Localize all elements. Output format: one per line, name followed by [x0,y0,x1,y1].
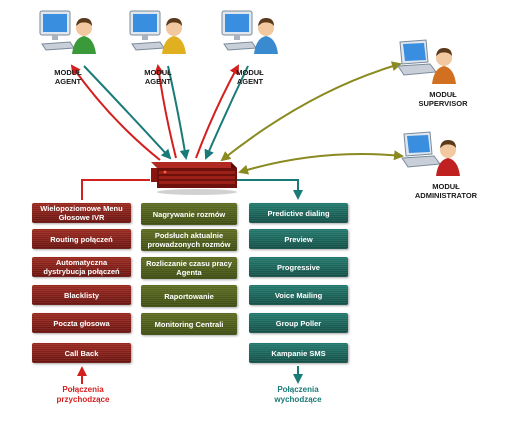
supervisor-label: MODUŁ SUPERVISOR [418,90,468,108]
outgoing-arrow [230,179,303,200]
incoming-feature-box: Wielopoziomowe Menu Głosowe IVR [32,203,131,223]
incoming-arrow [81,179,150,200]
incoming-calls-label: Połączenia przychodzące [56,385,110,404]
monitoring-feature-box: Nagrywanie rozmów [141,203,237,225]
agent-label: MODUŁ AGENT [54,68,82,86]
outgoing-feature-box: Progressive [249,257,348,277]
monitoring-feature-box: Rozliczanie czasu pracy Agenta [141,257,237,279]
monitoring-feature-box-label: Raportowanie [164,291,214,301]
agent-label: MODUŁ AGENT [144,68,172,86]
management-arrow [220,61,402,162]
monitoring-feature-box-label: Nagrywanie rozmów [152,209,226,219]
supervisor-icon [397,39,456,84]
incoming-feature-box-label: Wielopoziomowe Menu Głosowe IVR [40,204,123,222]
outgoing-feature-box-label: Group Poller [275,318,322,328]
agent-icon [221,10,278,54]
incoming-feature-box: Poczta głosowa [32,313,131,333]
monitoring-feature-box-label: Podsłuch aktualnie prowadzonych rozmów [147,231,231,249]
agent-icon [129,10,186,54]
incoming-feature-box: Call Back [32,343,131,363]
incoming-feature-box-label: Routing połączeń [50,234,113,244]
outgoing-feature-box-label: Kampanie SMS [271,348,326,358]
monitoring-feature-box-label: Rozliczanie czasu pracy Agenta [146,259,232,277]
monitoring-feature-box: Podsłuch aktualnie prowadzonych rozmów [141,229,237,251]
management-arrow [238,150,404,175]
incoming-feature-box: Routing połączeń [32,229,131,249]
agent-icon [39,10,96,54]
outgoing-arrow [83,65,172,160]
administrator-label: MODUŁ ADMINISTRATOR [414,182,478,200]
incoming-arrow [154,64,177,159]
monitoring-feature-box-label: Monitoring Centrali [154,319,224,329]
monitoring-feature-box: Monitoring Centrali [141,313,237,335]
outgoing-feature-box: Predictive dialing [249,203,348,223]
incoming-feature-box: Blacklisty [32,285,131,305]
incoming-feature-box-label: Blacklisty [63,290,100,300]
outgoing-calls-label: Połączenia wychodzące [274,385,322,404]
outgoing-feature-box: Preview [249,229,348,249]
outgoing-feature-box-label: Progressive [277,262,320,272]
server-icon [151,162,237,195]
outgoing-feature-box-label: Voice Mailing [274,290,323,300]
outgoing-arrow [167,65,190,160]
incoming-feature-box: Automatyczna dystrybucja połączeń [32,257,131,277]
pbx-server [143,158,239,196]
outgoing-feature-box: Group Poller [249,313,348,333]
administrator-icon [401,131,460,176]
outgoing-feature-box: Voice Mailing [249,285,348,305]
incoming-feature-box-label: Call Back [64,348,99,358]
outgoing-feature-box-label: Predictive dialing [267,208,330,218]
incoming-feature-box-label: Poczta głosowa [53,318,110,328]
monitoring-feature-box: Raportowanie [141,285,237,307]
outgoing-feature-box: Kampanie SMS [249,343,348,363]
outgoing-feature-box-label: Preview [284,234,313,244]
incoming-arrow [70,64,161,161]
agent-label: MODUŁ AGENT [236,68,264,86]
incoming-feature-box-label: Automatyczna dystrybucja połączeń [43,258,120,276]
